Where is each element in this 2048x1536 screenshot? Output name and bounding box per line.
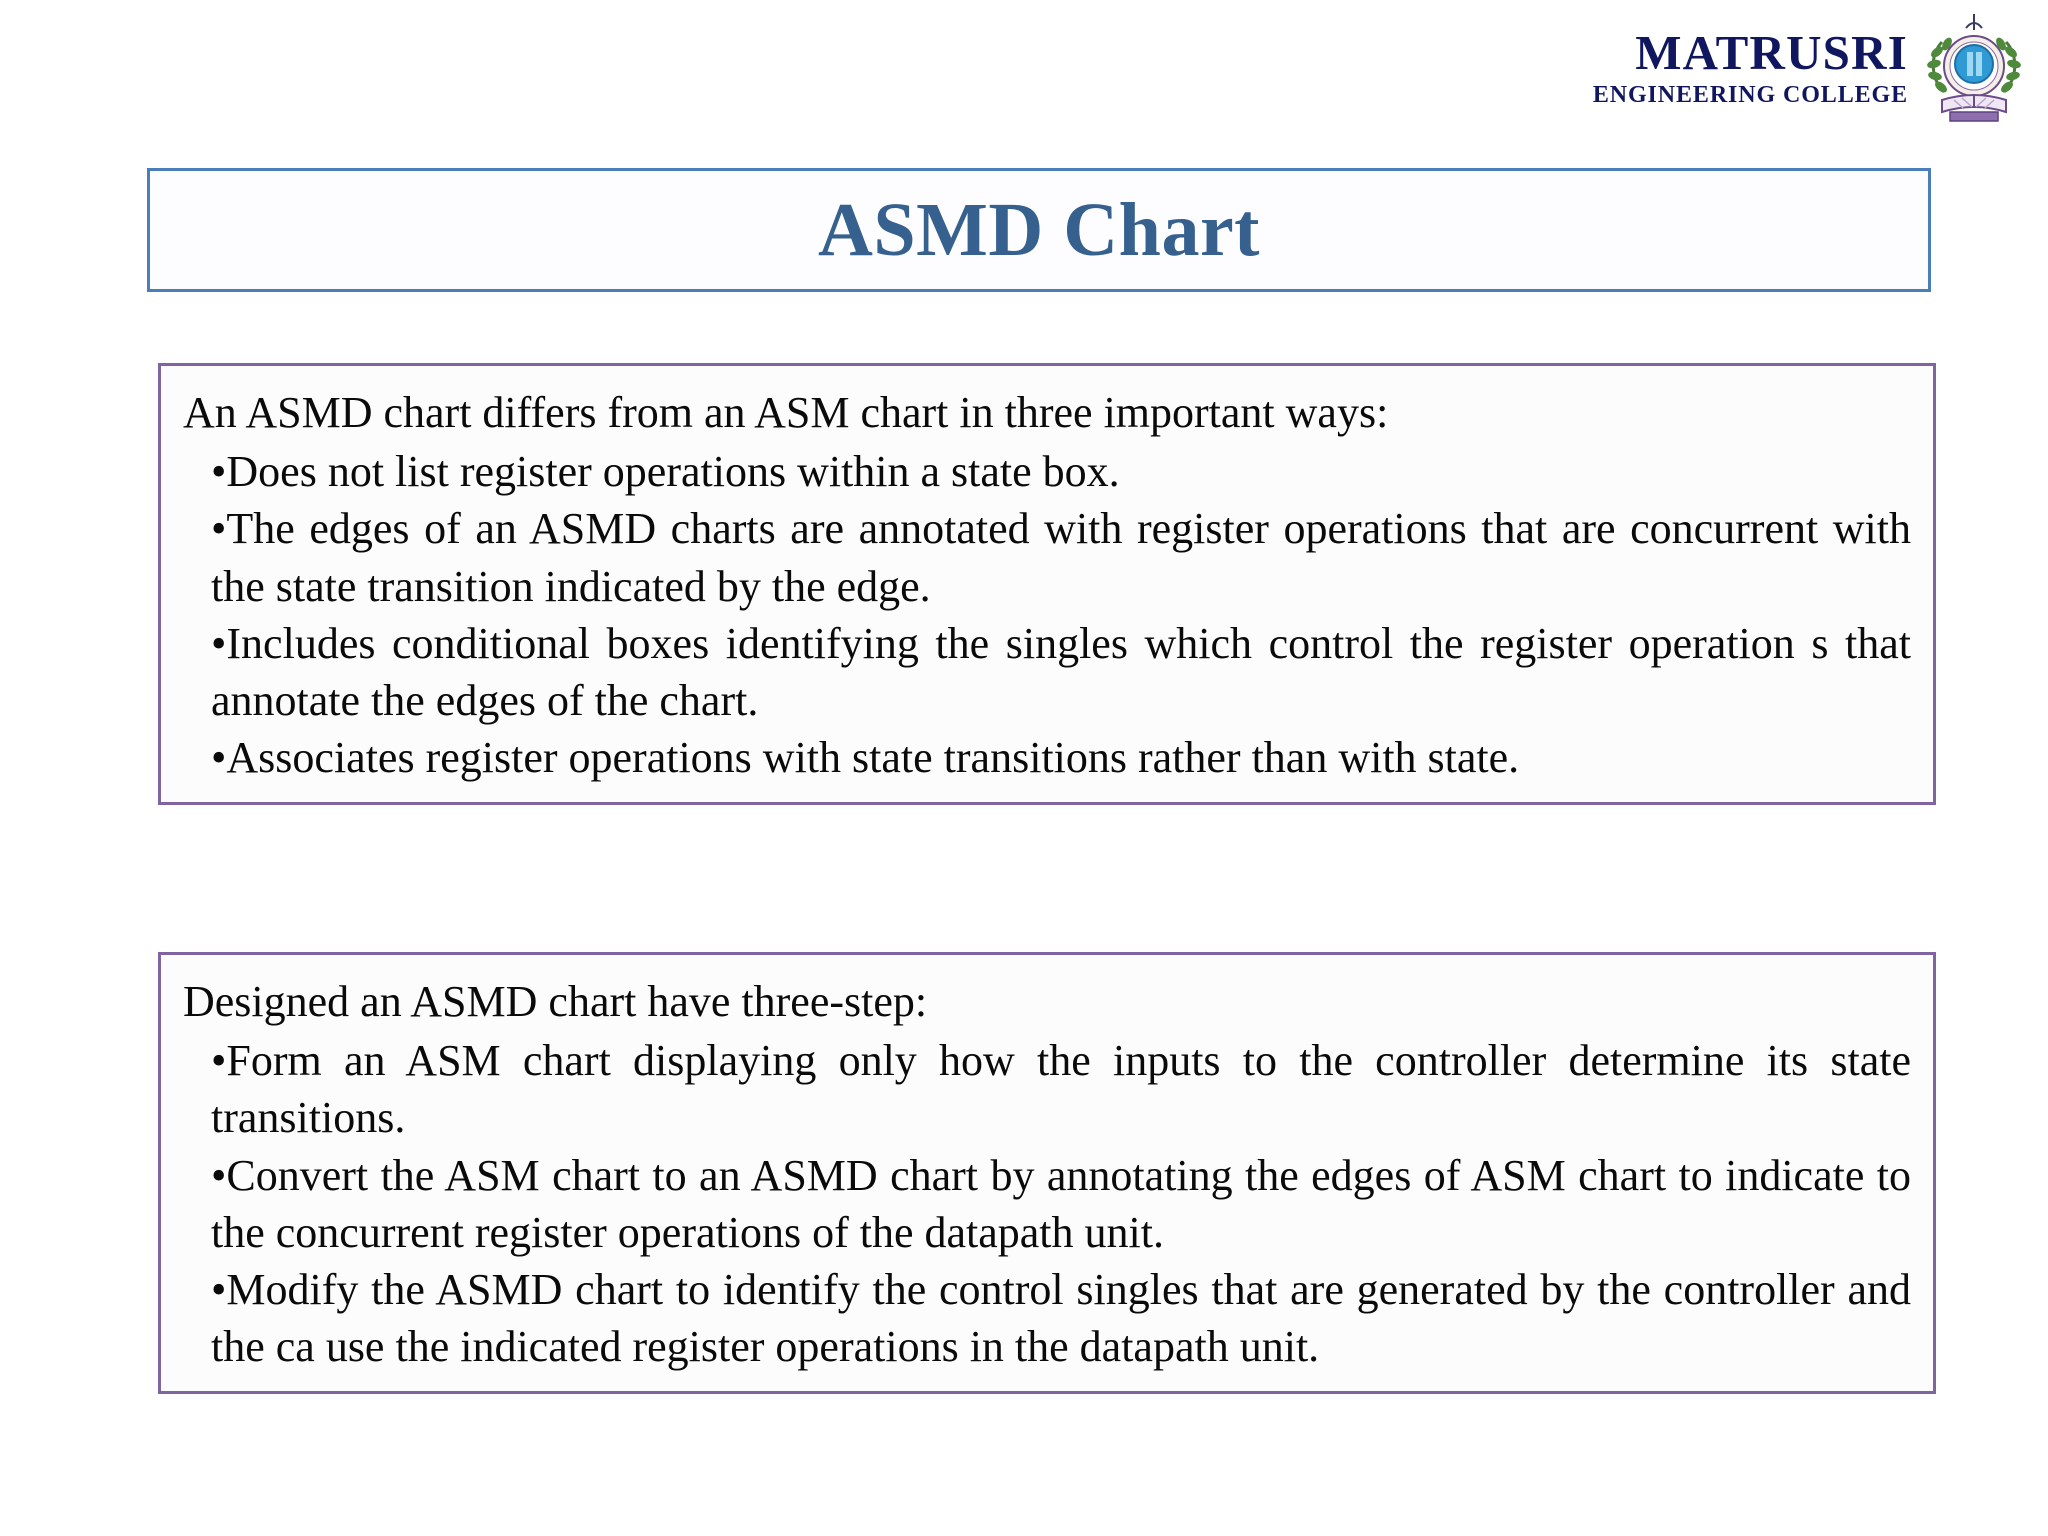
list-item: •The edges of an ASMD charts are annotat…: [183, 500, 1911, 614]
college-name-block: MATRUSRI ENGINEERING COLLEGE: [1593, 28, 1908, 107]
college-branding: MATRUSRI ENGINEERING COLLEGE: [1593, 8, 2026, 126]
institution-name: MATRUSRI: [1635, 24, 1908, 80]
list-item-text: Does not list register operations within…: [226, 447, 1120, 497]
page-title: ASMD Chart: [818, 188, 1260, 272]
list-item: •Associates register operations with sta…: [183, 729, 1911, 786]
list-item-text: The edges of an ASMD charts are annotate…: [211, 504, 1911, 611]
bullet-icon: •: [211, 733, 227, 783]
list-item: •Modify the ASMD chart to identify the c…: [183, 1261, 1911, 1375]
bullet-icon: •: [211, 1150, 227, 1200]
content-box-design-steps: Designed an ASMD chart have three-step: …: [158, 952, 1936, 1395]
list-item-text: Modify the ASMD chart to identify the co…: [211, 1264, 1911, 1372]
list-item: •Does not list register operations withi…: [183, 443, 1911, 500]
box-one-lead: An ASMD chart differs from an ASM chart …: [183, 388, 1389, 437]
list-item: •Form an ASM chart displaying only how t…: [183, 1032, 1911, 1146]
list-item-text: Associates register operations with stat…: [226, 733, 1520, 783]
list-item-text: Form an ASM chart displaying only how th…: [211, 1036, 1911, 1143]
slide-title-box: ASMD Chart: [147, 168, 1931, 292]
bullet-icon: •: [211, 618, 227, 668]
list-item-text: Includes conditional boxes identifying t…: [211, 618, 1911, 725]
college-emblem-icon: [1922, 8, 2026, 126]
institution-subtitle: ENGINEERING COLLEGE: [1592, 81, 1908, 108]
list-item-text: Convert the ASM chart to an ASMD chart b…: [211, 1150, 1911, 1257]
bullet-icon: •: [211, 447, 227, 497]
bullet-icon: •: [211, 504, 227, 554]
bullet-icon: •: [211, 1264, 227, 1314]
bullet-icon: •: [211, 1036, 227, 1086]
list-item: •Convert the ASM chart to an ASMD chart …: [183, 1147, 1911, 1261]
list-item: •Includes conditional boxes identifying …: [183, 615, 1911, 729]
box-two-lead: Designed an ASMD chart have three-step:: [183, 977, 928, 1026]
content-box-differences: An ASMD chart differs from an ASM chart …: [158, 363, 1936, 806]
